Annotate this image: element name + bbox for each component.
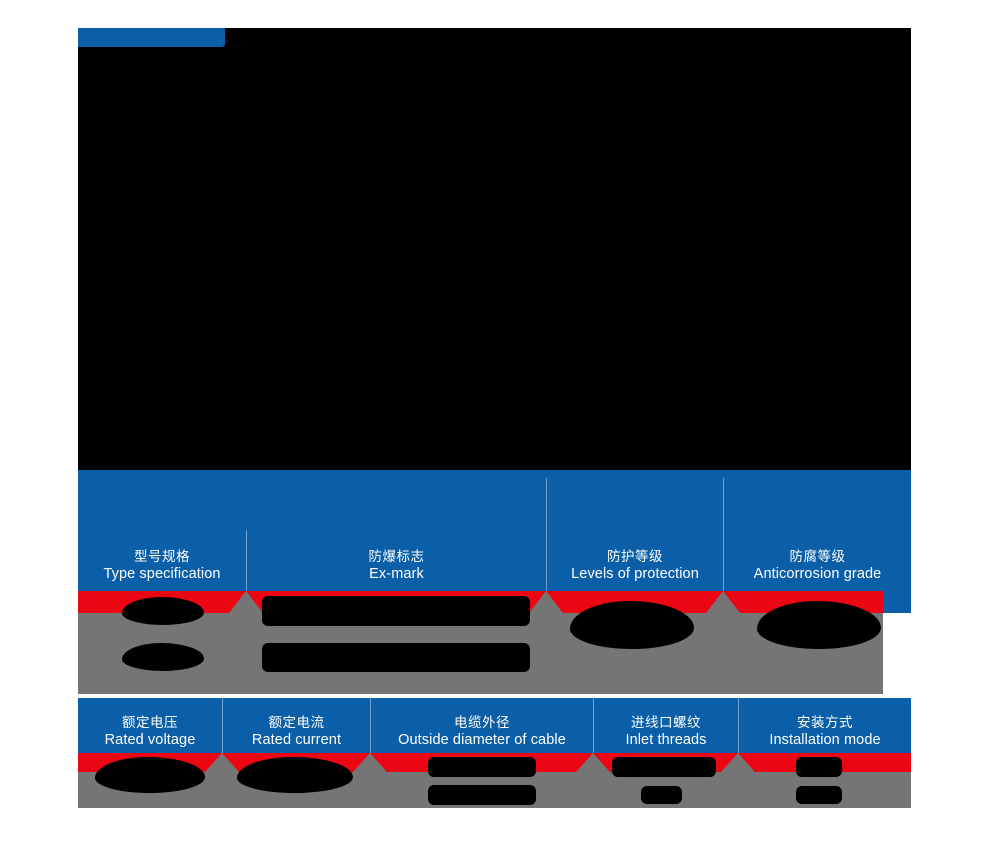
spec-bottom-col-1-label-en: Rated current <box>251 732 342 749</box>
spec-bottom-notch-3 <box>576 753 610 772</box>
spec-top-col-3-label-cn: 防腐等级 <box>789 549 846 565</box>
spec-top-col-3-value-0 <box>757 601 881 649</box>
spec-top-col-1-label-en: Ex-mark <box>369 566 424 583</box>
spec-bottom-col-0-label-en: Rated voltage <box>104 732 196 749</box>
spec-top-notch-2 <box>529 591 563 613</box>
spec-bottom-col-4-label-cn: 安装方式 <box>797 715 853 731</box>
spec-top-notch-1 <box>229 591 263 613</box>
spec-bottom-col-2-value-1 <box>428 785 536 805</box>
spec-top-col-0-header: 型号规格 Type specification <box>78 540 246 584</box>
spec-top-col-1-label-cn: 防爆标志 <box>368 549 425 565</box>
spec-bottom-col-4-value-0 <box>796 757 842 777</box>
spec-top-col-1-header: 防爆标志 Ex-mark <box>247 540 546 584</box>
spec-bottom-divider-2 <box>370 698 371 753</box>
spec-bottom-col-2-label-cn: 电缆外径 <box>454 715 510 731</box>
spec-top-divider-2 <box>546 478 547 591</box>
spec-bottom-col-2-label-en: Outside diameter of cable <box>398 732 566 749</box>
spec-bottom-col-1-header: 额定电流 Rated current <box>223 706 370 750</box>
spec-top-col-2-label-cn: 防护等级 <box>607 549 663 565</box>
spec-bottom-divider-1 <box>222 698 223 753</box>
hero-redacted-image <box>78 28 911 470</box>
spec-bottom-divider-4 <box>738 698 739 753</box>
spec-bottom-col-0-header: 额定电压 Rated voltage <box>78 706 222 750</box>
spec-top-col-2-value-0 <box>570 601 694 649</box>
spec-bottom-col-0-value-0 <box>95 757 205 793</box>
spec-bottom-divider-3 <box>593 698 594 753</box>
spec-bottom-header-band <box>78 698 911 753</box>
spec-bottom-col-0-label-cn: 额定电压 <box>122 715 178 731</box>
spec-bottom-col-4-header: 安装方式 Installation mode <box>739 706 911 750</box>
spec-top-col-0-value-1 <box>122 643 204 671</box>
spec-bottom-col-3-label-cn: 进线口螺纹 <box>631 715 701 731</box>
spec-top-header-band <box>78 470 911 591</box>
spec-top-col-2-header: 防护等级 Levels of protection <box>547 540 723 584</box>
spec-top-col-0-label-en: Type specification <box>103 566 221 583</box>
spec-top-blue-filler <box>883 591 911 613</box>
hero-accent-bar <box>78 28 225 47</box>
spec-bottom-col-1-value-0 <box>237 757 353 793</box>
spec-bottom-col-3-value-0 <box>612 757 716 777</box>
spec-top-divider-3 <box>723 478 724 591</box>
spec-bottom-col-2-value-0 <box>428 757 536 777</box>
spec-bottom-notch-4 <box>721 753 755 772</box>
spec-top-col-2-label-en: Levels of protection <box>571 566 699 583</box>
spec-top-col-0-label-cn: 型号规格 <box>134 549 190 565</box>
spec-bottom-col-3-header: 进线口螺纹 Inlet threads <box>594 706 738 750</box>
spec-bottom-col-2-header: 电缆外径 Outside diameter of cable <box>371 706 593 750</box>
spec-top-col-1-value-1 <box>262 643 530 672</box>
spec-top-col-3-label-en: Anticorrosion grade <box>753 566 882 583</box>
spec-bottom-col-3-label-en: Inlet threads <box>625 732 707 749</box>
spec-bottom-col-4-label-en: Installation mode <box>769 732 881 749</box>
spec-bottom-col-1-label-cn: 额定电流 <box>268 715 325 731</box>
spec-top-col-0-value-0 <box>122 597 204 625</box>
spec-bottom-col-3-value-1 <box>641 786 682 804</box>
spec-top-col-1-value-0 <box>262 596 530 626</box>
spec-top-divider-1 <box>246 530 247 591</box>
spec-top-col-3-header: 防腐等级 Anticorrosion grade <box>724 540 911 584</box>
spec-top-notch-3 <box>706 591 740 613</box>
spec-bottom-notch-2 <box>353 753 387 772</box>
spec-bottom-col-4-value-1 <box>796 786 842 804</box>
spec-bottom-notch-1 <box>205 753 239 772</box>
